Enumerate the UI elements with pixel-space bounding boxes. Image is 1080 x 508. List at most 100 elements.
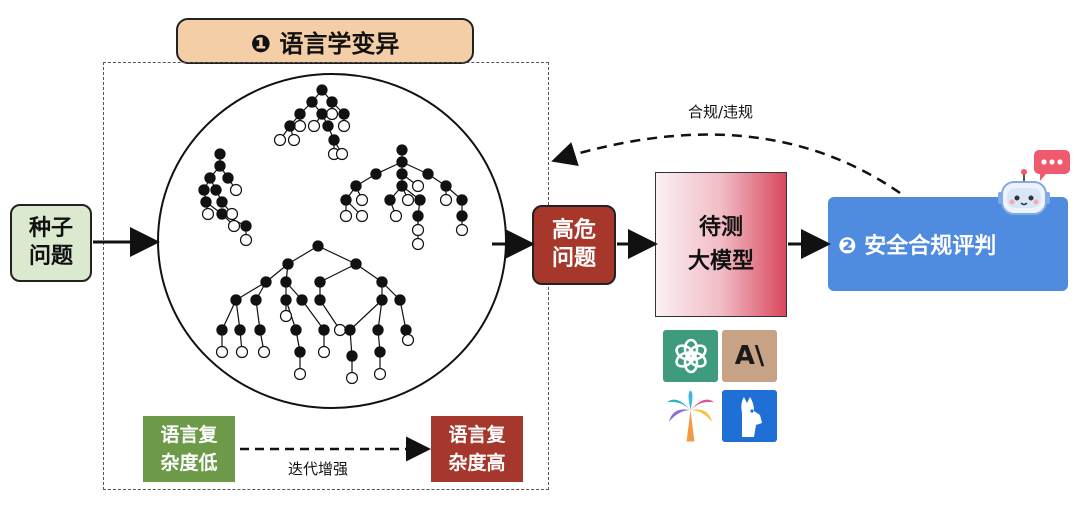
tree-node-filled <box>412 210 424 222</box>
tree-node-filled <box>376 294 388 306</box>
tree-node-filled <box>456 210 468 222</box>
feedback-dashed-arrow <box>551 133 901 195</box>
tree-node-leaf <box>339 209 353 223</box>
tree-node-leaf <box>317 345 331 359</box>
risk-line1: 高危 <box>551 218 596 243</box>
tree-edge <box>349 299 383 331</box>
tree-node-filled <box>314 294 326 306</box>
tree-node-filled <box>326 96 338 108</box>
tree-node-leaf <box>215 345 229 359</box>
seed-question-box: 种子 问题 <box>10 204 92 282</box>
tree-node-leaf <box>227 219 241 233</box>
tree-node-filled <box>394 294 406 306</box>
tree-node-filled <box>294 108 306 120</box>
tree-node-filled <box>306 96 318 108</box>
tree-node-leaf <box>279 309 293 323</box>
tree-node-filled <box>204 172 216 184</box>
low-complexity-box: 语言复 杂度低 <box>143 416 235 482</box>
tree-node-filled <box>200 196 212 208</box>
tree-node-filled <box>374 346 386 358</box>
high-complexity-box: 语言复 杂度高 <box>431 416 523 482</box>
tree-node-leaf <box>389 209 403 223</box>
tree-node-filled <box>280 276 292 288</box>
seed-line1: 种子 <box>28 216 73 241</box>
tree-node-filled <box>316 108 328 120</box>
tree-node-filled <box>372 324 384 336</box>
tree-node-filled <box>198 184 210 196</box>
tree-node-leaf <box>229 183 243 197</box>
tree-node-filled <box>328 134 340 146</box>
tree-node-leaf <box>455 223 469 237</box>
tree-node-filled <box>396 156 408 168</box>
high-risk-question-box: 高危 问题 <box>532 205 616 285</box>
tree-node-leaf <box>201 207 215 221</box>
tree-node-filled <box>216 196 228 208</box>
tree-node-filled <box>350 180 362 192</box>
openai-logo-icon <box>663 330 718 382</box>
tree-node-filled <box>316 84 328 96</box>
feedback-label: 合规/违规 <box>688 103 754 121</box>
tree-node-filled <box>214 160 226 172</box>
tree-node-filled <box>230 294 242 306</box>
tree-node-leaf <box>257 345 271 359</box>
mutation-circle <box>157 73 507 409</box>
tree-node-filled <box>370 168 382 180</box>
tree-node-filled <box>344 324 356 336</box>
tree-node-filled <box>376 276 388 288</box>
high-line1: 语言复 <box>448 424 506 446</box>
tree-node-leaf <box>335 147 349 161</box>
high-line2: 杂度高 <box>448 452 506 474</box>
anthropic-logo-icon: A\ <box>722 330 777 382</box>
risk-line2: 问题 <box>551 246 596 271</box>
tree-node-filled <box>210 184 222 196</box>
low-line2: 杂度低 <box>160 452 218 474</box>
tree-node-leaf <box>337 119 351 133</box>
tree-node-filled <box>340 194 352 206</box>
judge-label: ❷ 安全合规评判 <box>838 234 997 259</box>
tree-node-filled <box>250 294 262 306</box>
tree-node-filled <box>290 324 302 336</box>
tree-node-filled <box>456 194 468 206</box>
tree-edge <box>301 299 325 331</box>
robot-icon <box>998 150 1070 215</box>
seed-line2: 问题 <box>28 244 73 269</box>
tree-node-filled <box>314 276 326 288</box>
tree-node-filled <box>312 240 324 252</box>
tree-node-leaf <box>239 233 253 247</box>
tree-node-filled <box>254 324 266 336</box>
tree-node-leaf <box>273 133 287 147</box>
tree-node-filled <box>296 294 308 306</box>
tree-node-filled <box>322 120 334 132</box>
tree-node-filled <box>294 346 306 358</box>
tree-node-leaf <box>355 209 369 223</box>
model-line2: 大模型 <box>687 248 754 274</box>
tree-node-filled <box>318 324 330 336</box>
tree-edge <box>287 245 319 265</box>
tree-node-filled <box>282 258 294 270</box>
tree-node-filled <box>384 194 396 206</box>
tree-node-filled <box>396 168 408 180</box>
tree-node-leaf <box>401 333 415 347</box>
tree-edge <box>317 245 357 265</box>
tree-node-filled <box>214 148 226 160</box>
safety-judge-box: ❷ 安全合规评判 <box>828 197 1068 291</box>
tree-node-filled <box>346 350 358 362</box>
tree-node-leaf <box>307 119 321 133</box>
model-line1: 待测 <box>698 214 743 240</box>
tree-node-leaf <box>287 133 301 147</box>
tree-node-leaf <box>411 179 425 193</box>
tree-node-filled <box>222 172 234 184</box>
tree-node-leaf <box>235 345 249 359</box>
tree-node-filled <box>260 276 272 288</box>
tree-node-leaf <box>345 371 359 385</box>
tree-node-leaf <box>411 237 425 251</box>
tree-node-leaf <box>439 193 453 207</box>
tree-node-filled <box>396 180 408 192</box>
tree-node-leaf <box>355 193 369 207</box>
palm-logo-icon <box>663 390 718 442</box>
tree-node-filled <box>440 180 452 192</box>
tree-edge <box>319 263 357 283</box>
tree-node-leaf <box>373 367 387 381</box>
tree-node-filled <box>234 324 246 336</box>
